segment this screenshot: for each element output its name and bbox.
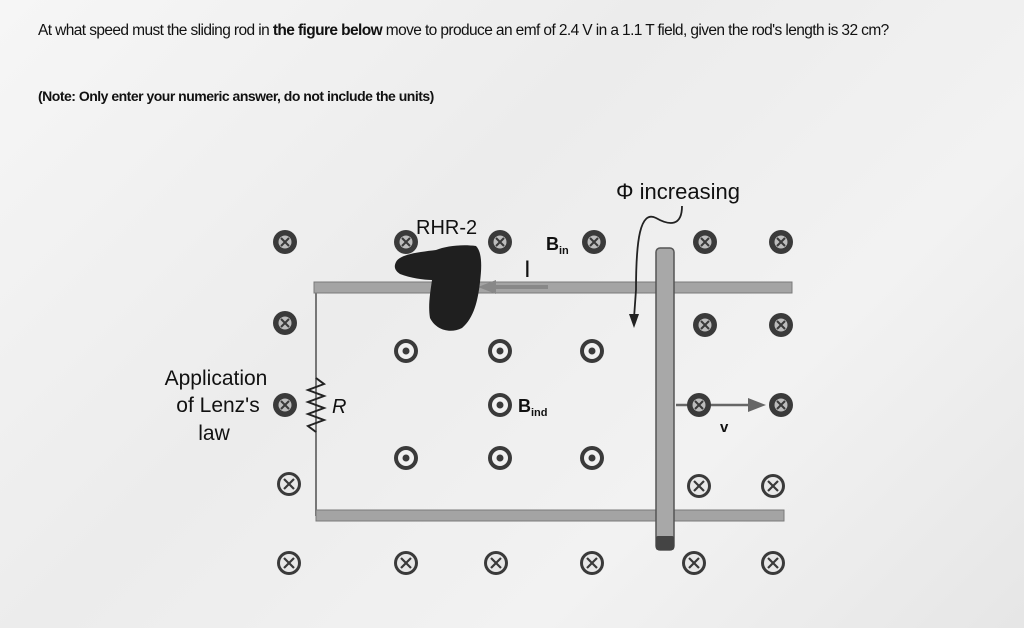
flux-arrow [633, 205, 683, 319]
resistor-label: R [332, 396, 346, 418]
rhr2-label: RHR-2 [416, 217, 477, 239]
question-part2: move to produce an emf of 2.4 V in a 1.1… [382, 22, 890, 39]
sliding-rod [655, 247, 675, 551]
lenz-label-line3: law [198, 422, 230, 445]
lenz-label-line1: Application [165, 367, 268, 390]
note-text: (Note: Only enter your numeric answer, d… [38, 88, 434, 104]
question-bold: the figure below [272, 22, 383, 39]
resistor-zigzag [305, 377, 327, 433]
bottom-rail [315, 509, 785, 522]
top-rail [313, 281, 793, 294]
lenz-label-line2: of Lenz's [176, 394, 259, 417]
current-label: I [524, 256, 531, 283]
b-in-sub: in [559, 245, 569, 257]
b-in-main: B [546, 234, 559, 254]
field-out-of-page-symbols [394, 339, 604, 470]
b-ind-main: B [518, 396, 531, 416]
hand-silhouette [394, 245, 482, 331]
question-part1: At what speed must the sliding rod in [38, 22, 273, 39]
b-ind-label: Bind [518, 396, 548, 419]
b-ind-sub: ind [531, 407, 548, 419]
current-arrow [478, 280, 548, 294]
b-in-label: Bin [546, 234, 569, 257]
flux-increasing-label: Φ increasing [616, 179, 740, 204]
question-text: At what speed must the sliding rod in th… [38, 20, 998, 41]
velocity-label: v [720, 419, 729, 436]
flux-arrowhead [629, 314, 639, 328]
